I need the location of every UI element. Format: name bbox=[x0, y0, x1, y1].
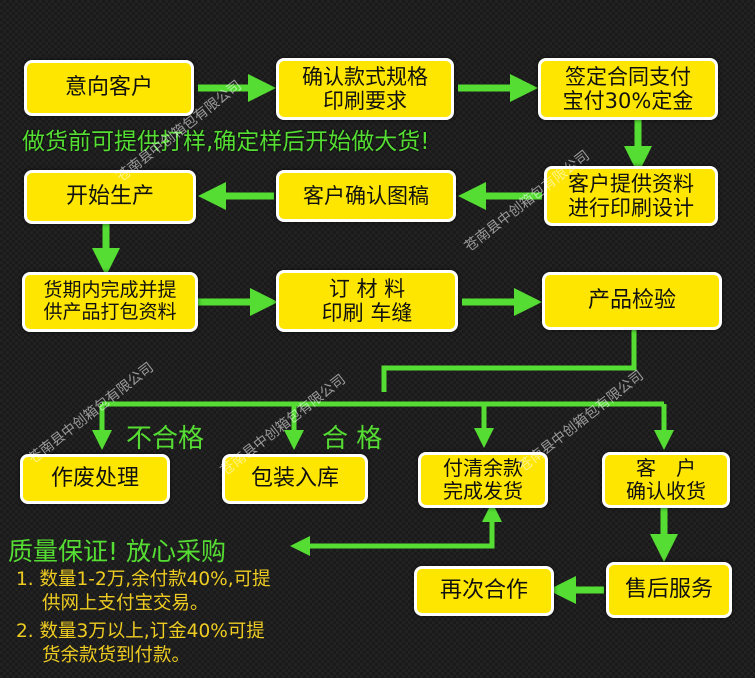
node-pay-ship: 付清余款完成发货 bbox=[418, 452, 548, 508]
node-confirm-style: 确认款式规格印刷要求 bbox=[276, 58, 454, 120]
guarantee-title: 质量保证! 放心采购 bbox=[8, 537, 226, 566]
guarantee-item-4: 货余款货到付款。 bbox=[42, 645, 191, 666]
node-inspection: 产品检验 bbox=[542, 272, 722, 330]
node-intent-customer: 意向客户 bbox=[24, 60, 194, 116]
guarantee-item-1: 1. 数量1-2万,余付款40%,可提 bbox=[16, 569, 271, 590]
node-pack-store: 包装入库 bbox=[222, 454, 368, 504]
node-receipt: 客 户确认收货 bbox=[602, 452, 730, 508]
node-cooperate-again: 再次合作 bbox=[414, 566, 554, 616]
node-sign-contract: 签定合同支付宝付30%定金 bbox=[538, 58, 718, 120]
label-fail: 不合格 bbox=[126, 424, 205, 454]
node-scrap: 作废处理 bbox=[20, 454, 170, 504]
node-customer-data: 客户提供资料进行印刷设计 bbox=[544, 166, 718, 226]
label-pass: 合 格 bbox=[322, 424, 383, 454]
node-confirm-draft: 客户确认图稿 bbox=[276, 170, 456, 222]
guarantee-item-2: 供网上支付宝交易。 bbox=[42, 593, 209, 614]
node-start-production: 开始生产 bbox=[24, 170, 196, 224]
sample-note: 做货前可提供打样,确定样后开始做大货! bbox=[22, 129, 430, 155]
node-after-sales: 售后服务 bbox=[606, 562, 732, 618]
arrow-pay-to-guarantee bbox=[290, 502, 502, 556]
node-complete-pack: 货期内完成并提供产品打包资料 bbox=[22, 272, 198, 332]
guarantee-item-3: 2. 数量3万以上,订金40%可提 bbox=[16, 621, 265, 642]
node-materials: 订 材 料印刷 车缝 bbox=[276, 270, 458, 332]
arrow-inspection-split bbox=[381, 330, 637, 392]
